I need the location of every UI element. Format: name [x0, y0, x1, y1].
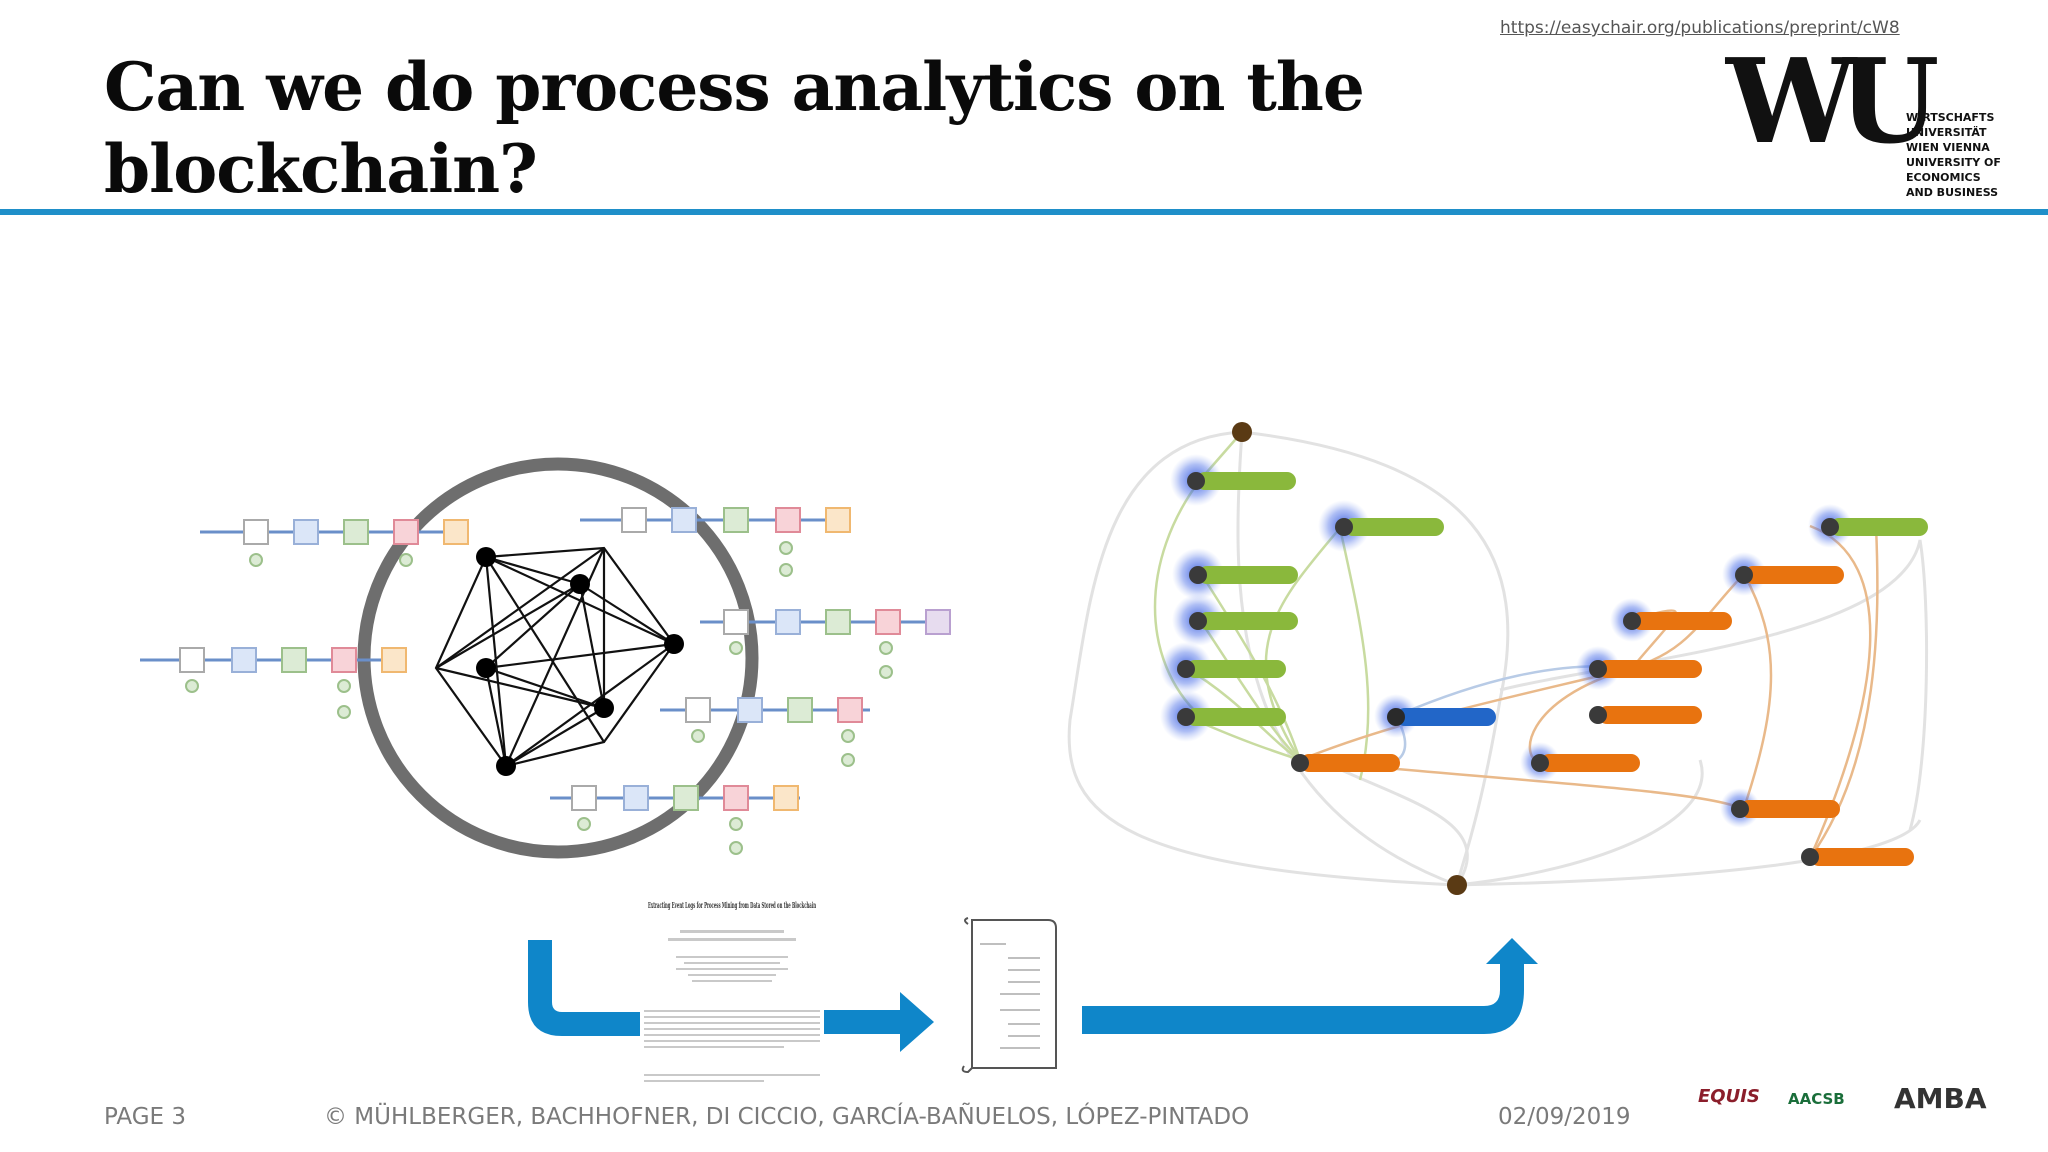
logo-line: ECONOMICS [1906, 171, 1981, 184]
block-chain-row [200, 519, 469, 567]
logo-line: WIRTSCHAFTS [1906, 111, 1995, 124]
activity-node [1300, 754, 1400, 772]
network-nodes [476, 547, 684, 776]
pipeline-arrow [822, 992, 934, 1052]
amba-badge: AMBA [1894, 1082, 1987, 1115]
logo-line: WIEN VIENNA [1906, 141, 1990, 154]
pipeline-arrow [1082, 938, 1538, 1034]
activity-node [1396, 708, 1496, 726]
event-log-scroll-icon [961, 917, 1057, 1074]
activity-node [1598, 660, 1702, 678]
paper-title: Extracting Event Logs for Process Mining… [648, 900, 816, 910]
process-start-node [1232, 422, 1252, 442]
activity-node [1810, 848, 1914, 866]
pipeline-arrow [528, 940, 640, 1036]
activity-nodes [1160, 454, 1928, 866]
pipeline-arrows [528, 938, 1538, 1052]
slide-date: 02/09/2019 [1498, 1104, 1631, 1130]
wu-logo-text: WIRTSCHAFTS UNIVERSITÄT WIEN VIENNA UNIV… [1906, 110, 2001, 200]
activity-node [1186, 708, 1286, 726]
activity-node [1830, 518, 1928, 536]
aacsb-badge: AACSB [1788, 1090, 1845, 1108]
block-chain-row [700, 609, 951, 679]
block-chain-row [550, 785, 800, 855]
process-model-graph [1067, 422, 1929, 895]
logo-line: UNIVERSITÄT [1906, 126, 1987, 139]
wu-logo: WU WIRTSCHAFTS UNIVERSITÄT WIEN VIENNA U… [1726, 42, 2026, 204]
logo-line: AND BUSINESS [1906, 186, 1999, 199]
activity-node [1632, 612, 1732, 630]
activity-node [1740, 800, 1840, 818]
slide-title: Can we do process analytics on the block… [104, 48, 1365, 208]
page-number: PAGE 3 [104, 1104, 187, 1130]
activity-node [1598, 706, 1702, 724]
activity-node [1196, 472, 1296, 490]
accreditation-badges: EQUIS AACSB AMBA [1698, 1074, 1998, 1134]
activity-node [1186, 660, 1286, 678]
authors-credit: © MÜHLBERGER, BACHHOFNER, DI CICCIO, GAR… [324, 1104, 1250, 1130]
activity-node [1344, 518, 1444, 536]
peer-network-graph [434, 546, 676, 768]
block-chain-row [140, 647, 407, 719]
block-chain-row [580, 507, 851, 577]
activity-node [1540, 754, 1640, 772]
activity-node [1744, 566, 1844, 584]
activity-node [1198, 566, 1298, 584]
paper-thumbnail: Extracting Event Logs for Process Mining… [640, 896, 824, 1092]
equis-badge: EQUIS [1698, 1086, 1760, 1107]
logo-line: UNIVERSITY OF [1906, 156, 2001, 169]
process-end-node [1447, 875, 1467, 895]
block-chain-row [660, 697, 870, 767]
paper-url-link[interactable]: https://easychair.org/publications/prepr… [1500, 18, 1900, 38]
blockchain-network-diagram [140, 457, 951, 859]
header-divider [0, 209, 2048, 215]
wu-logo-mark: WU [1726, 34, 1939, 170]
activity-node [1198, 612, 1298, 630]
